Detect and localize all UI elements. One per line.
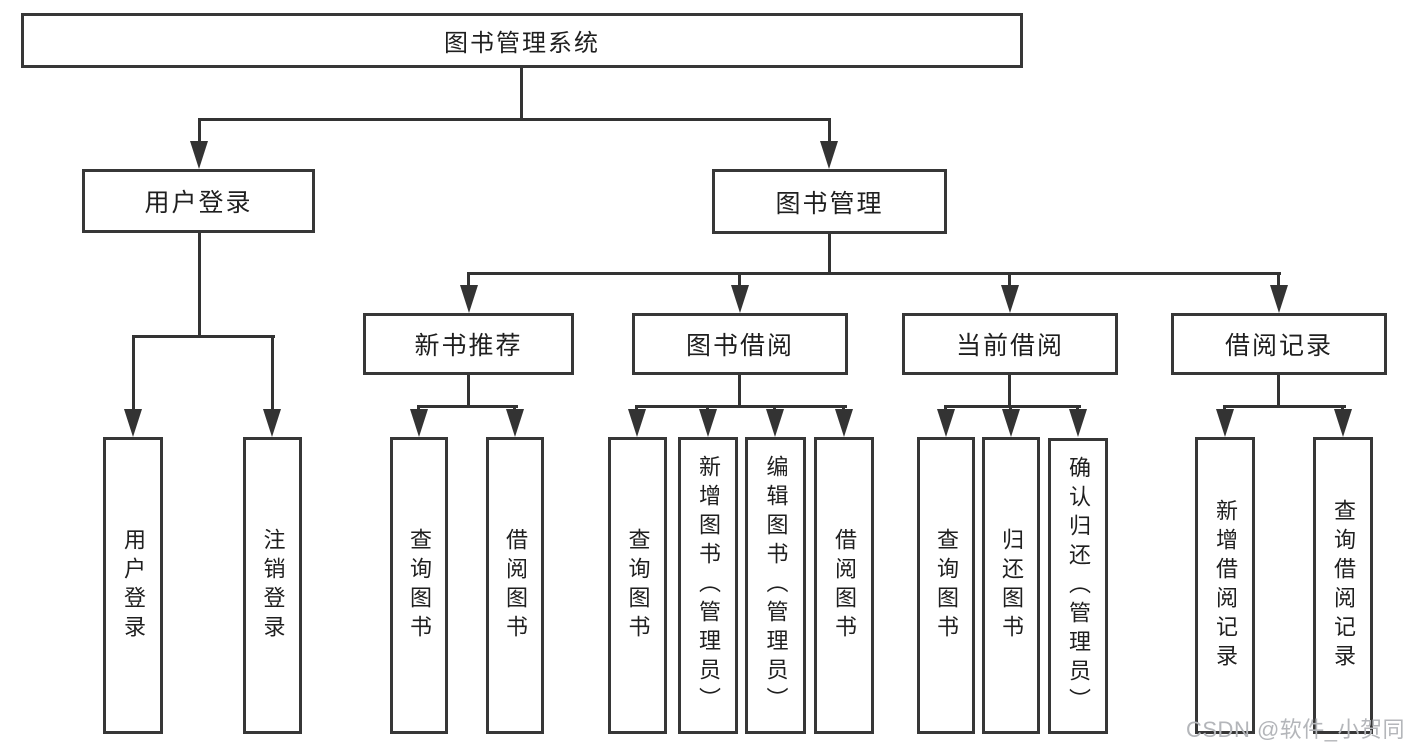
node-leaf-query-books-1: 查询图书 bbox=[390, 437, 448, 734]
node-leaf-add-books-admin: 新增图书（管理员） bbox=[678, 437, 738, 734]
arrowhead-icon bbox=[124, 409, 142, 437]
connector-line bbox=[198, 118, 831, 121]
node-leaf-return-books: 归还图书 bbox=[982, 437, 1040, 734]
connector-line bbox=[944, 405, 1081, 408]
arrowhead-icon bbox=[1069, 409, 1087, 437]
node-current-borrowing: 当前借阅 bbox=[902, 313, 1118, 375]
arrowhead-icon bbox=[820, 141, 838, 169]
connector-line bbox=[198, 118, 201, 144]
arrowhead-icon bbox=[699, 409, 717, 437]
node-leaf-query-borrow-record: 查询借阅记录 bbox=[1313, 437, 1373, 734]
node-leaf-borrow-books-1: 借阅图书 bbox=[486, 437, 544, 734]
node-library-system: 图书管理系统 bbox=[21, 13, 1023, 68]
connector-line bbox=[1008, 275, 1011, 287]
connector-line bbox=[1223, 405, 1346, 408]
arrowhead-icon bbox=[460, 285, 478, 313]
arrowhead-icon bbox=[731, 285, 749, 313]
arrowhead-icon bbox=[937, 409, 955, 437]
connector-line bbox=[520, 68, 523, 121]
arrowhead-icon bbox=[410, 409, 428, 437]
connector-line bbox=[271, 338, 274, 409]
connector-line bbox=[132, 338, 135, 409]
node-user-login: 用户登录 bbox=[82, 169, 315, 233]
arrowhead-icon bbox=[1216, 409, 1234, 437]
node-leaf-confirm-return-admin: 确认归还（管理员） bbox=[1048, 438, 1108, 734]
connector-line bbox=[1277, 375, 1280, 408]
arrowhead-icon bbox=[190, 141, 208, 169]
node-leaf-user-login: 用户登录 bbox=[103, 437, 163, 734]
node-leaf-query-books-3: 查询图书 bbox=[917, 437, 975, 734]
node-leaf-borrow-books-2: 借阅图书 bbox=[814, 437, 874, 734]
connector-line bbox=[467, 375, 470, 408]
node-leaf-logout: 注销登录 bbox=[243, 437, 302, 734]
node-book-borrowing: 图书借阅 bbox=[632, 313, 848, 375]
arrowhead-icon bbox=[835, 409, 853, 437]
connector-line bbox=[467, 275, 470, 287]
connector-line bbox=[738, 275, 741, 287]
arrowhead-icon bbox=[766, 409, 784, 437]
node-new-book-recommend: 新书推荐 bbox=[363, 313, 574, 375]
arrowhead-icon bbox=[1002, 409, 1020, 437]
node-book-management: 图书管理 bbox=[712, 169, 947, 234]
node-leaf-add-borrow-record: 新增借阅记录 bbox=[1195, 437, 1255, 734]
connector-line bbox=[417, 405, 518, 408]
connector-line bbox=[828, 118, 831, 144]
node-leaf-edit-books-admin: 编辑图书（管理员） bbox=[745, 437, 806, 734]
arrowhead-icon bbox=[1270, 285, 1288, 313]
watermark: CSDN @软件_小贺同学 bbox=[1186, 717, 1405, 742]
arrowhead-icon bbox=[628, 409, 646, 437]
connector-line bbox=[467, 272, 1281, 275]
arrowhead-icon bbox=[263, 409, 281, 437]
node-borrowing-records: 借阅记录 bbox=[1171, 313, 1387, 375]
connector-line bbox=[635, 405, 847, 408]
connector-line bbox=[738, 375, 741, 408]
arrowhead-icon bbox=[506, 409, 524, 437]
connector-line bbox=[132, 335, 275, 338]
connector-line bbox=[1277, 275, 1280, 287]
node-leaf-query-books-2: 查询图书 bbox=[608, 437, 667, 734]
arrowhead-icon bbox=[1334, 409, 1352, 437]
connector-line bbox=[828, 234, 831, 275]
connector-line bbox=[1008, 375, 1011, 408]
arrowhead-icon bbox=[1001, 285, 1019, 313]
connector-line bbox=[198, 233, 201, 338]
